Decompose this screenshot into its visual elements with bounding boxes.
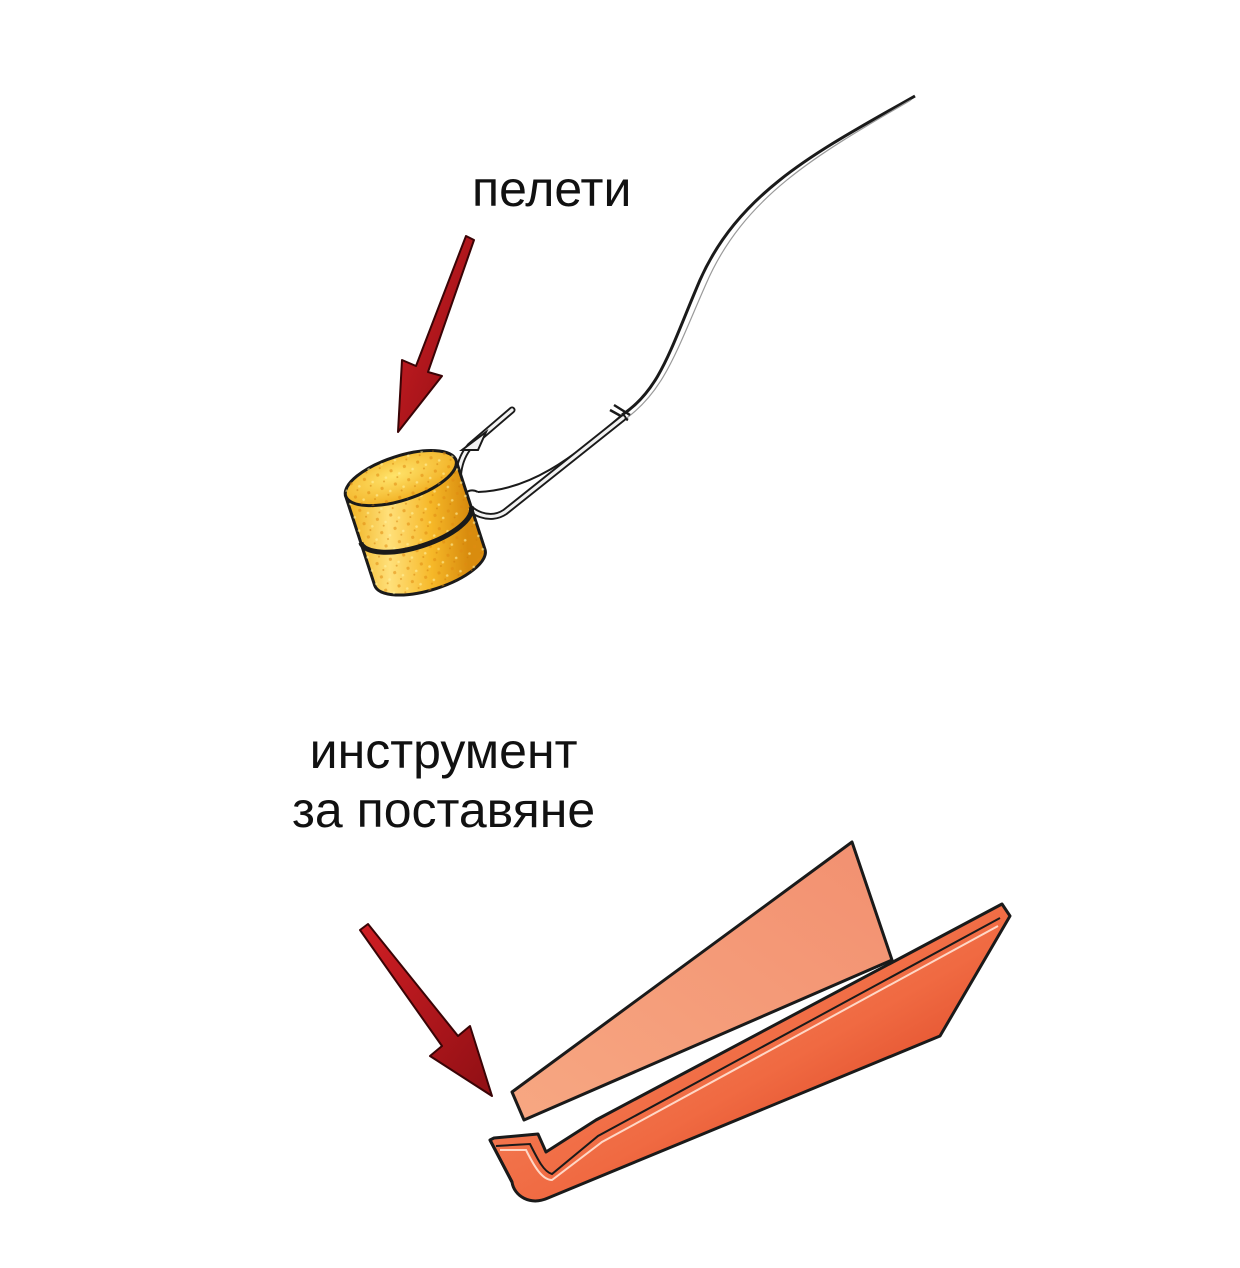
red-arrow-icon <box>397 235 475 433</box>
label-tool-line2: за поставяне <box>292 782 596 838</box>
fishing-hook-icon <box>454 406 627 520</box>
fishing-line-icon <box>477 94 916 493</box>
label-insertion-tool: инструмент за поставяне <box>292 722 595 840</box>
label-pellets: пелети <box>472 161 632 217</box>
pellet-cylinder-icon <box>343 449 487 597</box>
bait-tool-icon <box>488 840 1012 1203</box>
label-tool-line1: инструмент <box>309 723 578 779</box>
red-arrow-icon <box>359 923 493 1097</box>
